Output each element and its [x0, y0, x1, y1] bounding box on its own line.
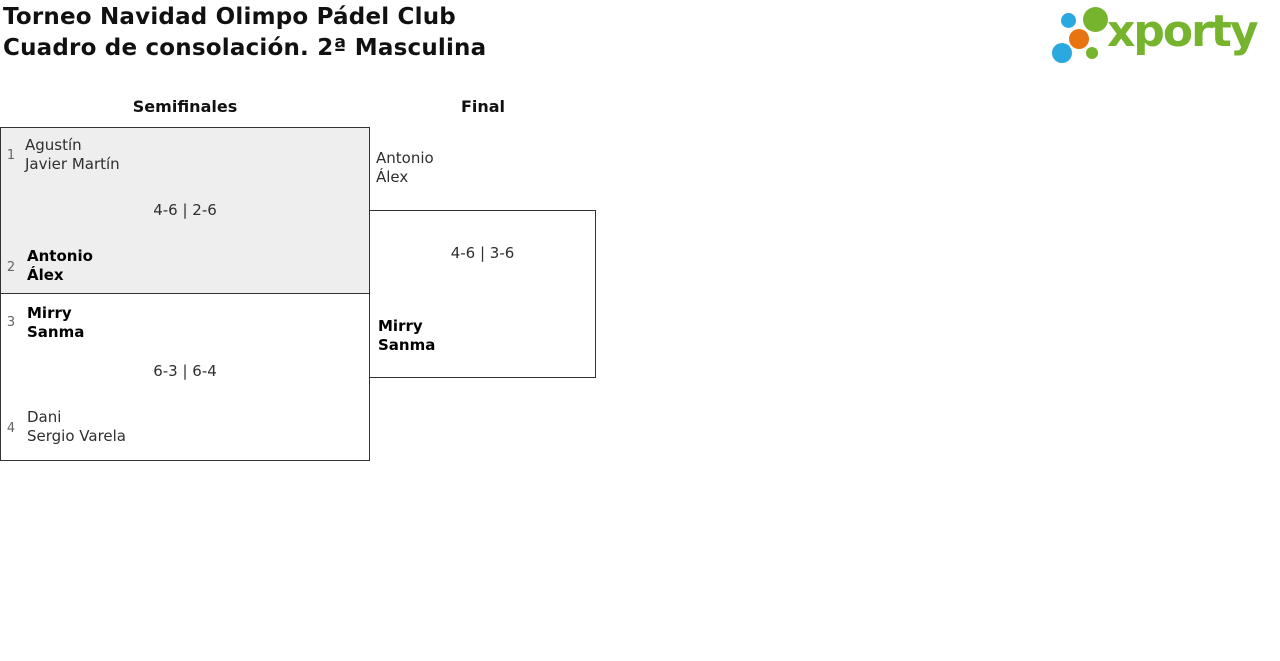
seed-number: 3	[6, 315, 16, 330]
player-name: Agustín	[25, 136, 82, 154]
match-score: 4-6 | 3-6	[450, 244, 515, 262]
page-title-line1: Torneo Navidad Olimpo Pádel Club	[3, 4, 456, 30]
player-name: Sergio Varela	[27, 427, 127, 445]
logo-dot-green-small-icon	[1086, 47, 1098, 59]
round-header-final: Final	[460, 97, 506, 116]
final-team-antonio-alex: Antonio Álex	[376, 149, 434, 187]
player-name: Dani	[27, 408, 62, 426]
round-header-semifinales: Semifinales	[132, 97, 238, 116]
player-name: Sanma	[378, 336, 436, 354]
logo-dot-blue-large-icon	[1052, 43, 1072, 63]
player-name: Javier Martín	[25, 155, 120, 173]
player-name: Sanma	[27, 323, 85, 341]
final-team-mirry-sanma: Mirry Sanma	[378, 317, 435, 355]
xporty-logo[interactable]: xporty	[1050, 5, 1278, 67]
player-name: Álex	[376, 168, 409, 186]
player-name: Antonio	[376, 149, 434, 167]
seed-number: 2	[6, 260, 16, 275]
team-mirry-sanma: Mirry Sanma	[27, 304, 84, 342]
player-name: Mirry	[27, 304, 72, 322]
page-title-line2: Cuadro de consolación. 2ª Masculina	[3, 35, 487, 61]
player-name: Álex	[27, 266, 64, 284]
logo-dot-blue-small-icon	[1061, 13, 1076, 28]
logo-dot-orange-icon	[1069, 29, 1089, 49]
seed-number: 4	[6, 421, 16, 436]
match-score: 6-3 | 6-4	[153, 362, 217, 380]
team-antonio-alex: Antonio Álex	[27, 247, 93, 285]
player-name: Mirry	[378, 317, 423, 335]
logo-wordmark: xporty	[1107, 6, 1259, 57]
seed-number: 1	[6, 148, 16, 163]
player-name: Antonio	[27, 247, 93, 265]
match-score: 4-6 | 2-6	[153, 201, 217, 219]
match-box-semifinal-2[interactable]: 3 Mirry Sanma 6-3 | 6-4 4 Dani Sergio Va…	[0, 293, 370, 461]
team-agustin-javier: Agustín Javier Martín	[25, 136, 120, 174]
logo-dot-green-large-icon	[1083, 7, 1108, 32]
page-title: Torneo Navidad Olimpo Pádel Club Cuadro …	[3, 2, 486, 64]
team-dani-sergio: Dani Sergio Varela	[27, 408, 126, 446]
match-box-semifinal-1[interactable]: 1 Agustín Javier Martín 4-6 | 2-6 2 Anto…	[0, 127, 370, 294]
match-box-final[interactable]: 4-6 | 3-6 Mirry Sanma	[369, 210, 596, 378]
